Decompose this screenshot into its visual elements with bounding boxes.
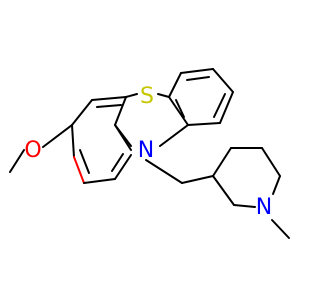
bond — [71, 99, 93, 126]
bond-o-ch3 — [9, 149, 25, 173]
bond — [212, 175, 235, 206]
bond — [71, 124, 75, 158]
double-bond — [96, 104, 122, 108]
double-bond — [111, 153, 124, 172]
bond-c-o — [42, 124, 73, 148]
double-bond — [186, 76, 210, 81]
bond-n-c — [233, 204, 256, 208]
bond — [114, 124, 132, 151]
oxygen-atom-label: O — [24, 138, 41, 163]
bond — [168, 96, 189, 126]
bond-s-c — [125, 93, 138, 98]
piperidine-nitrogen-atom-label: N — [256, 195, 272, 220]
bond — [114, 96, 127, 126]
bond — [219, 91, 234, 124]
piperidine-substituent — [145, 147, 290, 239]
structure-diagram: S O N N — [9, 68, 290, 239]
bond — [91, 96, 127, 101]
bond — [168, 72, 182, 98]
bond — [212, 147, 232, 177]
bond-c-n — [272, 175, 281, 195]
double-bond — [213, 93, 226, 118]
bond-n-ch2 — [145, 159, 183, 184]
molecule-drawing: S O N N — [9, 68, 290, 239]
bond — [261, 147, 281, 177]
bond-n-ch3 — [271, 219, 290, 239]
bond — [180, 68, 214, 74]
left-benzene-ring — [71, 96, 132, 184]
methoxy-group — [9, 124, 73, 173]
bond-n-c — [159, 124, 189, 147]
sulfur-atom-label: S — [140, 84, 154, 109]
bond — [212, 68, 234, 93]
bond — [187, 122, 221, 126]
double-bond — [79, 149, 90, 174]
bond-c-s — [157, 93, 170, 98]
right-benzene-ring — [168, 68, 234, 126]
bond — [114, 154, 132, 180]
ring-nitrogen-atom-label: N — [138, 138, 154, 163]
bond — [83, 178, 116, 184]
double-bond — [175, 99, 185, 118]
bond-ch2-c — [181, 175, 214, 184]
highlighted-bond — [73, 156, 85, 184]
